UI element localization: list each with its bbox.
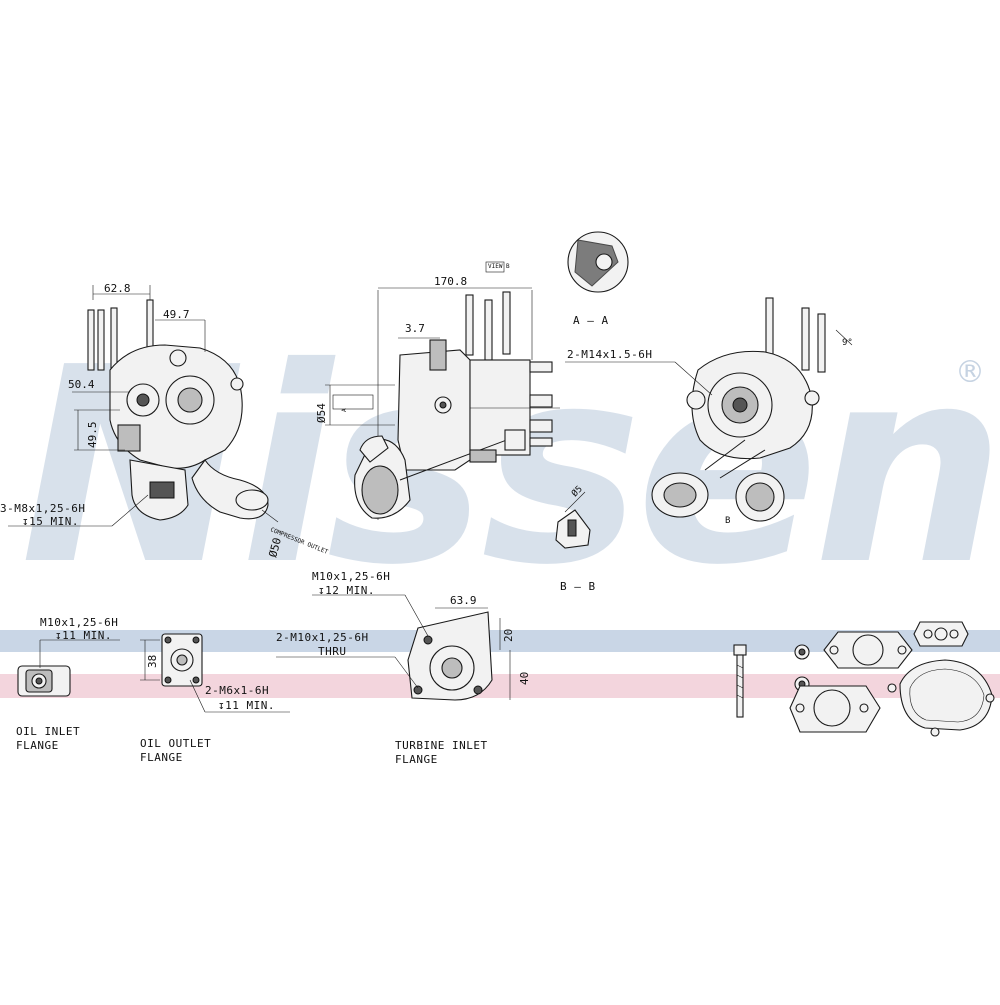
turbine-dim-40: 40 (518, 672, 531, 685)
left-thread-depth: ↧15 MIN. (22, 515, 79, 528)
turbine-label-line2: FLANGE (395, 753, 438, 766)
turbine-thread: 2-M10x1,25-6H (276, 631, 369, 644)
dim-170-8: 170.8 (434, 275, 467, 288)
dim-49-5: 49.5 (86, 422, 99, 449)
oil-outlet-label-line2: FLANGE (140, 751, 183, 764)
turbine-dim-63-9: 63.9 (450, 594, 477, 607)
oil-inlet-label-line1: OIL INLET (16, 725, 80, 738)
right-angle-dim: 9° (842, 338, 853, 348)
oil-outlet-label-line1: OIL OUTLET (140, 737, 211, 750)
left-thread-label: 3-M8x1,25-6H (0, 502, 85, 515)
turbine-inlet-flange: M10x1,25-6H ↧12 MIN. 2-M10x1,25-6H THRU … (276, 570, 531, 766)
dim-50-4: 50.4 (68, 378, 95, 391)
turbine-thru: THRU (318, 645, 347, 658)
dim-54: Ø54 (315, 403, 328, 423)
center-view: 170.8 VIEW B 3.7 Ø54 A (315, 261, 560, 520)
right-b-marker: B (725, 516, 730, 526)
oil-outlet-dim-38: 38 (146, 655, 159, 668)
left-bore-diameter: Ø50 (266, 536, 284, 559)
section-b-b-label: B – B (560, 580, 596, 593)
oil-inlet-thread: M10x1,25-6H (40, 616, 118, 629)
dim-3-7: 3.7 (405, 322, 425, 335)
oil-outlet-depth: ↧11 MIN. (218, 699, 275, 712)
oil-inlet-label-line2: FLANGE (16, 739, 59, 752)
section-a-a: A – A (567, 231, 629, 327)
oil-inlet-flange: M10x1,25-6H ↧11 MIN. OIL INLET FLANGE (16, 616, 120, 752)
dim-49-7: 49.7 (163, 308, 190, 321)
right-thread-label: 2-M14x1.5-6H (567, 348, 652, 361)
oil-outlet-flange: 38 2-M6x1-6H ↧11 MIN. OIL OUTLET FLANGE (140, 633, 290, 764)
turbine-top-thread: M10x1,25-6H (312, 570, 390, 583)
gasket-kit (733, 621, 995, 737)
watermark-registered-mark: ® (955, 355, 985, 390)
section-a-a-label: A – A (573, 314, 609, 327)
turbine-top-depth: ↧12 MIN. (318, 584, 375, 597)
view-b-marker: VIEW B (488, 263, 510, 270)
oil-outlet-thread: 2-M6x1-6H (205, 684, 269, 697)
turbine-dim-20: 20 (502, 629, 515, 642)
turbine-label-line1: TURBINE INLET (395, 739, 488, 752)
dim-62-8: 62.8 (104, 282, 131, 295)
section-b-b: Ø5 B – B (555, 484, 596, 593)
right-view: 9° 2-M14x1.5-6H B (565, 297, 853, 526)
view-a-marker: A (341, 408, 348, 412)
left-view: 62.8 49.7 50.4 49.5 3-M8x1,25-6H ↧15 MIN… (0, 282, 329, 559)
oil-inlet-depth: ↧11 MIN. (55, 629, 112, 642)
